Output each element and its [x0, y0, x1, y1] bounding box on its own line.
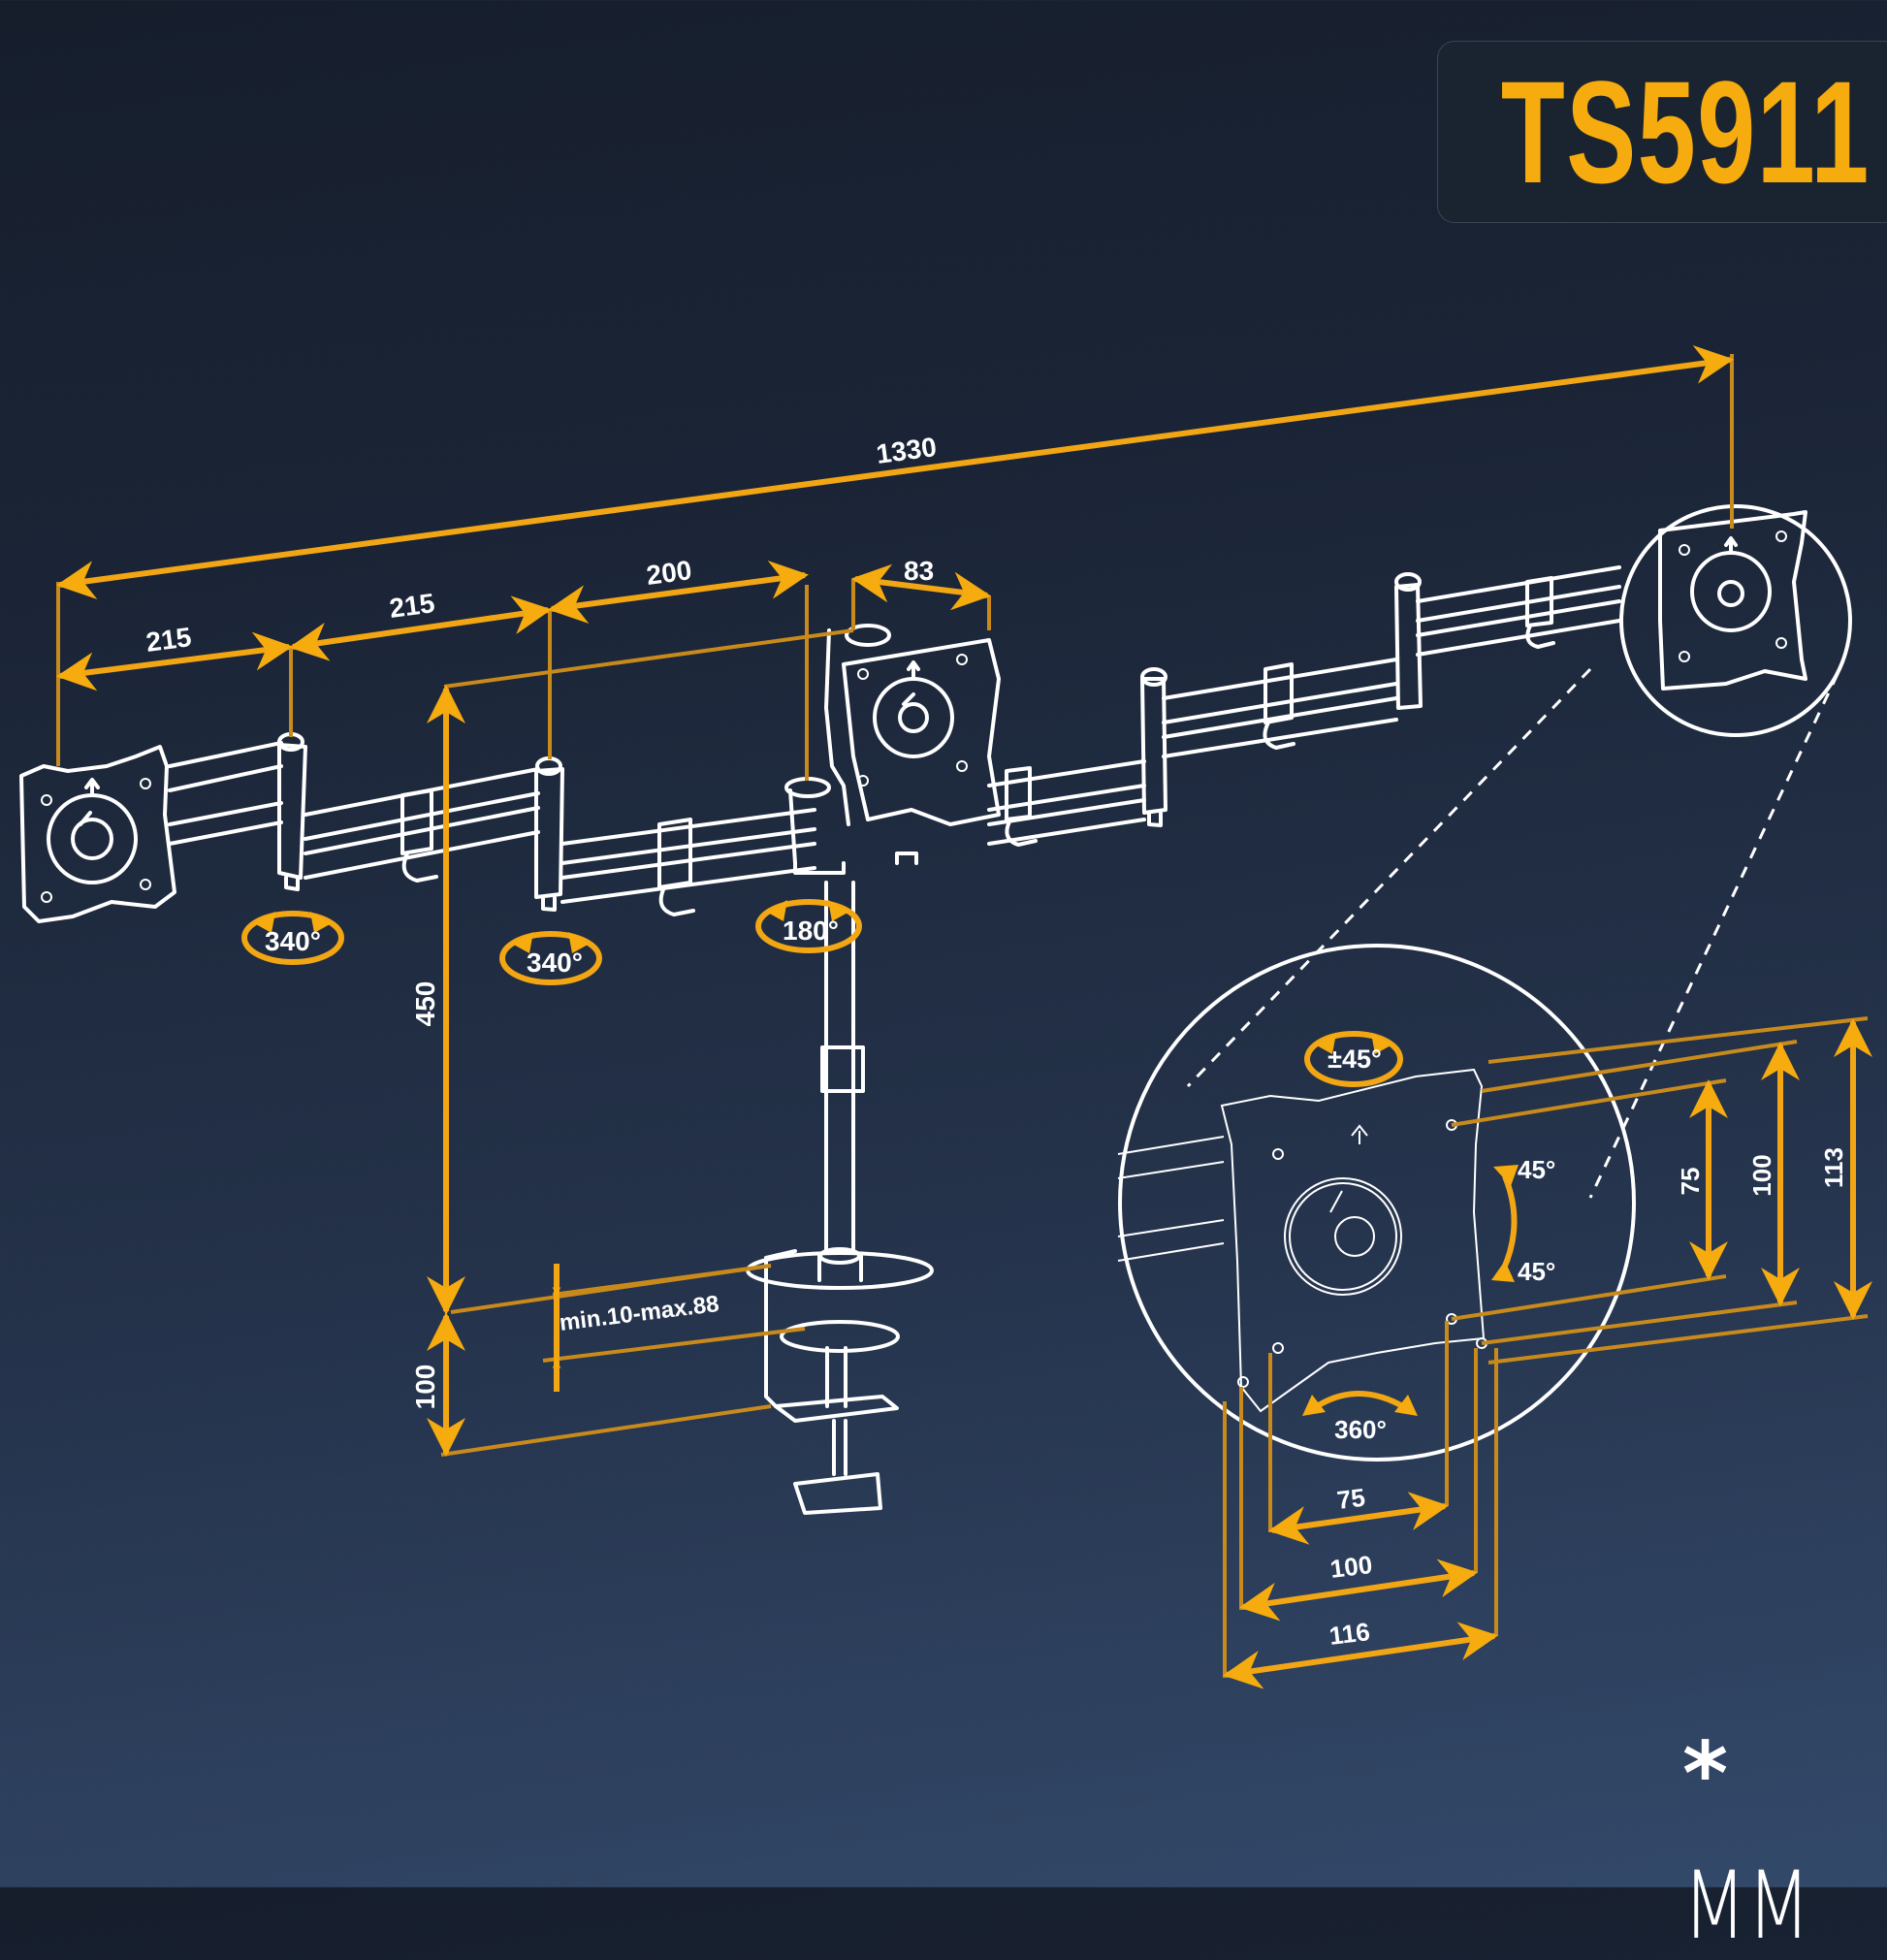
vesa-100-horizontal-dimension — [1239, 1558, 1478, 1622]
curved-double-arrow-icon — [241, 911, 344, 965]
up-arrow-icon — [84, 778, 100, 797]
rotation-badge-joint-1: 340° — [241, 911, 344, 965]
vesa-75-horizontal-dimension — [1268, 1492, 1449, 1545]
mount-dimension-diagram: 1330 215 215 200 83 450 100 min.10-max.8… — [19, 344, 1872, 1689]
up-arrow-icon — [1724, 536, 1738, 553]
right-arm — [987, 565, 1621, 847]
center-head-width-label: 83 — [904, 556, 934, 586]
plate-height-label: 113 — [1819, 1147, 1848, 1188]
center-rotation-label: 180° — [783, 916, 839, 946]
plate-width-label: 116 — [1327, 1617, 1371, 1651]
left-arm-segment-2 — [304, 756, 564, 912]
curved-double-arrow-icon — [499, 931, 602, 985]
curved-double-arrow-icon — [1500, 1174, 1518, 1272]
zoom-guide-line — [1186, 667, 1592, 1088]
vesa-75-horizontal-label: 75 — [1335, 1483, 1366, 1515]
vesa-100-vertical-label: 100 — [1747, 1154, 1776, 1196]
model-badge: TS5911 — [1437, 41, 1887, 223]
pole-and-clamp — [746, 881, 934, 1515]
zoom-guide-line — [1588, 673, 1839, 1199]
desk-thickness-label: min.10-max.88 — [558, 1291, 720, 1336]
left-monitor-plate — [19, 745, 176, 923]
joint-2-rotation-label: 340° — [527, 948, 583, 978]
overall-width-dimension-line — [56, 344, 1734, 600]
tilt-up-label: 45° — [1518, 1155, 1555, 1184]
vesa-plate-detail — [1117, 944, 1636, 1462]
arm-segment-2-label: 215 — [388, 588, 436, 624]
arm-segment-1-dimension — [56, 631, 293, 691]
arm-segment-3-dimension — [548, 560, 809, 625]
up-arrow-icon — [907, 660, 920, 679]
arm-segment-1-label: 215 — [144, 622, 193, 658]
right-monitor-zoom-circle — [1619, 504, 1852, 737]
curved-double-arrow-icon — [1312, 1391, 1408, 1411]
left-arm-segment-1 — [168, 732, 307, 891]
left-arm-segment-3 — [560, 808, 816, 916]
joint-1-rotation-label: 340° — [265, 926, 321, 956]
center-monitor-head — [784, 624, 1001, 875]
model-number: TS5911 — [1500, 50, 1871, 213]
rotation-badge-joint-2: 340° — [499, 931, 602, 985]
center-head-width-dimension — [851, 563, 991, 611]
pole-height-label: 450 — [410, 981, 440, 1027]
detail-rotate-label: ±45° — [1327, 1044, 1382, 1074]
unit-asterisk: * — [1682, 1723, 1729, 1825]
tilt-down-label: 45° — [1518, 1257, 1555, 1286]
overall-width-label: 1330 — [875, 432, 939, 469]
vesa-100-horizontal-label: 100 — [1328, 1550, 1374, 1584]
curved-double-arrow-icon — [1304, 1031, 1403, 1087]
detail-rotate-badge: ±45° — [1304, 1031, 1403, 1087]
detail-tilt-indicator: 45° 45° — [1491, 1155, 1555, 1286]
vesa-75-vertical-label: 75 — [1676, 1168, 1705, 1196]
rotation-badge-center: 180° — [755, 899, 862, 953]
arm-segment-2-dimension — [289, 595, 552, 661]
detail-swivel-indicator: 360° — [1302, 1391, 1418, 1444]
up-arrow-icon — [1351, 1124, 1368, 1144]
arm-segment-3-label: 200 — [645, 555, 693, 591]
unit-note: * MM — [1682, 1721, 1887, 1959]
curved-double-arrow-icon — [755, 899, 862, 953]
unit-label: MM — [1682, 1851, 1811, 1960]
clamp-height-label: 100 — [410, 1365, 440, 1410]
swivel-label: 360° — [1334, 1415, 1387, 1444]
plate-width-dimension — [1223, 1622, 1498, 1689]
